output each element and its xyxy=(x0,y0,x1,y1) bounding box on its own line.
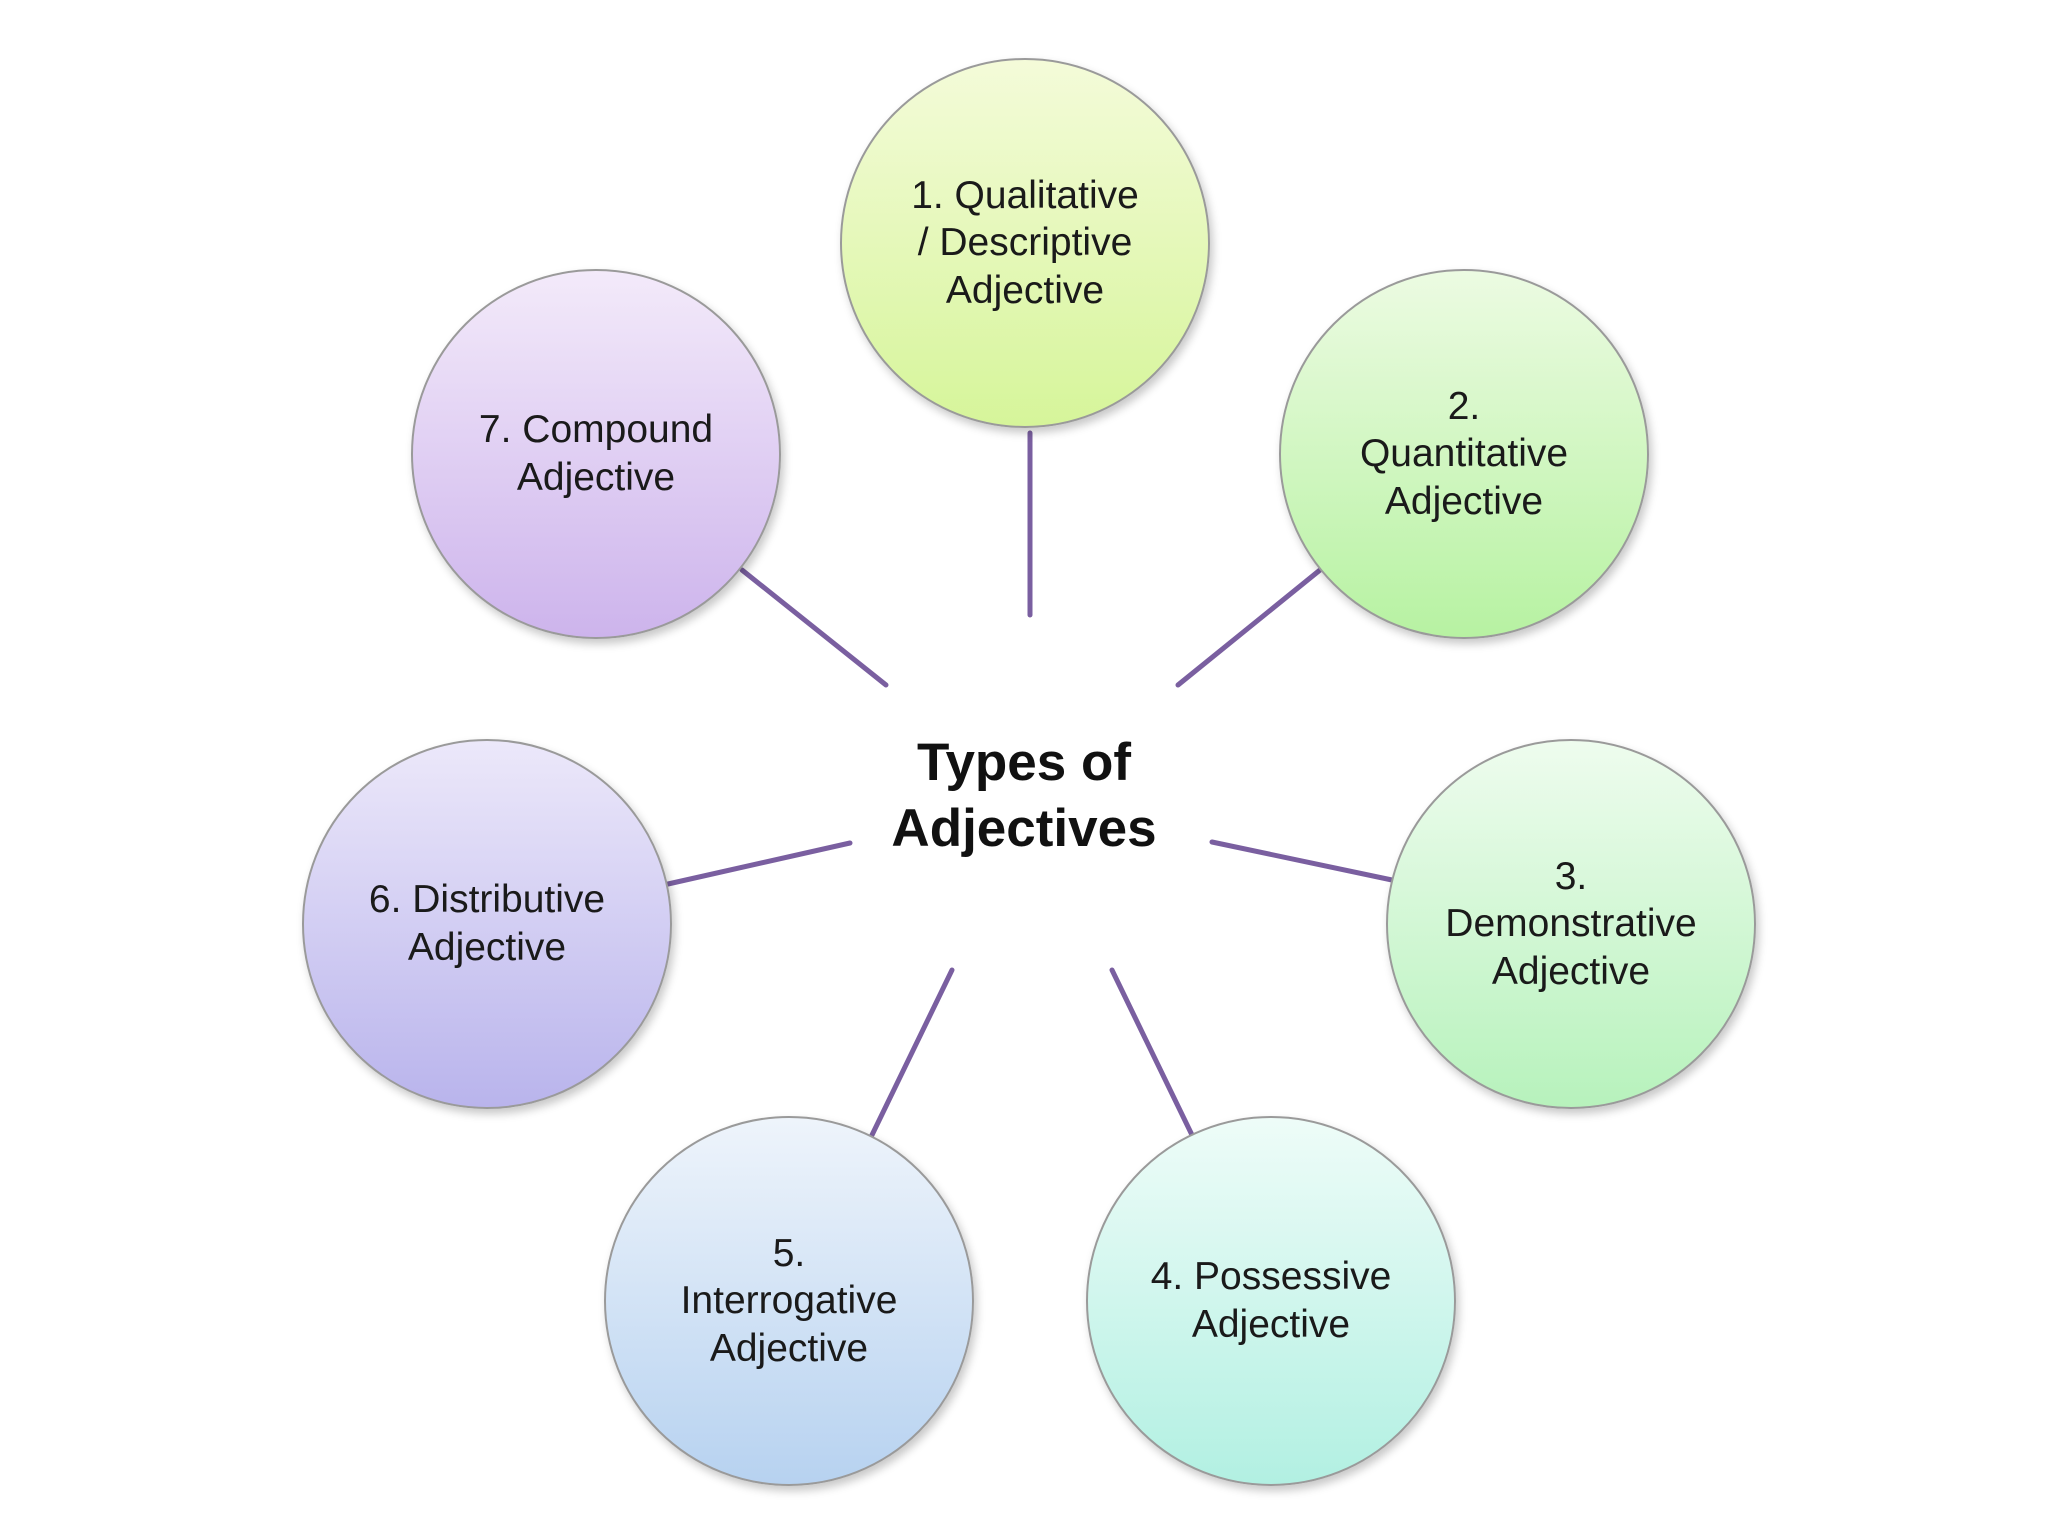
node-label: 4. Possessive Adjective xyxy=(1150,1255,1392,1346)
node-label: 2. Quantitative Adjective xyxy=(1359,384,1569,523)
connector-4 xyxy=(1109,967,1195,1138)
node-label: 1. Qualitative / Descriptive Adjective xyxy=(911,173,1139,312)
node-distributive-adjective: 6. Distributive Adjective xyxy=(302,739,672,1109)
connector-7 xyxy=(739,567,889,688)
node-compound-adjective: 7. Compound Adjective xyxy=(411,269,781,639)
node-demonstrative-adjective: 3. Demonstrative Adjective xyxy=(1386,739,1756,1109)
connector-2 xyxy=(1175,567,1323,688)
connector-6 xyxy=(665,840,853,887)
connector-3 xyxy=(1209,839,1395,883)
node-label: 3. Demonstrative Adjective xyxy=(1445,854,1697,993)
node-label: 7. Compound Adjective xyxy=(478,408,714,499)
node-label: 5. Interrogative Adjective xyxy=(680,1231,898,1370)
node-possessive-adjective: 4. Possessive Adjective xyxy=(1086,1116,1456,1486)
connector-5 xyxy=(869,967,955,1138)
node-interrogative-adjective: 5. Interrogative Adjective xyxy=(604,1116,974,1486)
node-label: 6. Distributive Adjective xyxy=(368,878,606,969)
center-title: Types of Adjectives xyxy=(891,733,1157,859)
node-qualitative-adjective: 1. Qualitative / Descriptive Adjective xyxy=(840,58,1210,428)
node-quantitative-adjective: 2. Quantitative Adjective xyxy=(1279,269,1649,639)
